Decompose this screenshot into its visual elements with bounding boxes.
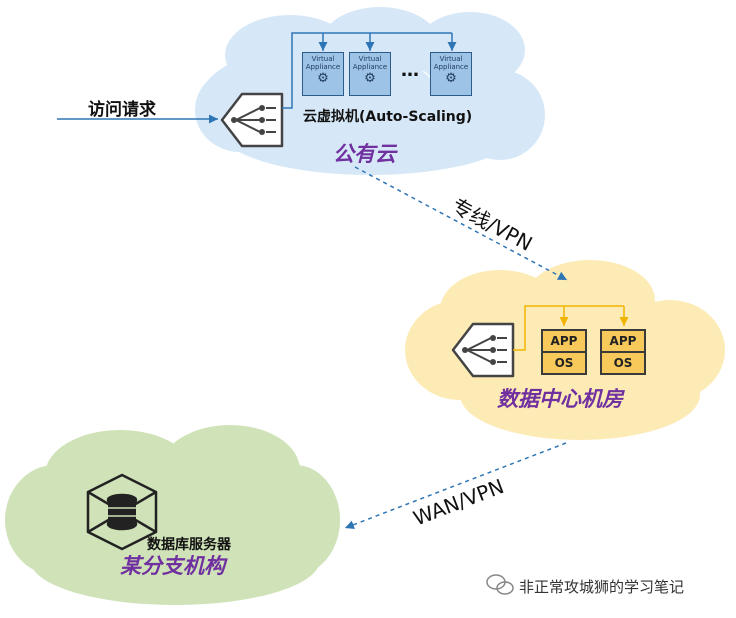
public-cloud-title: 公有云 [333,142,396,166]
os-label: OS [554,356,574,370]
app-label: APP [543,331,585,353]
virtual-appliance-3: Virtual Appliance ⚙ [430,52,472,96]
branch-cloud-shape [5,425,340,605]
app-os-server-1: APP OS [541,329,587,375]
virtual-appliance-2: Virtual Appliance ⚙ [349,52,391,96]
database-server-icon [86,473,158,551]
wechat-icon [486,574,514,595]
appliance-label: Virtual [311,55,335,63]
vm-autoscaling-caption: 云虚拟机(Auto-Scaling) [303,109,473,125]
app-label: APP [602,331,644,353]
load-balancer-icon [220,92,284,148]
gear-icon: ⚙ [317,71,329,86]
app-os-server-2: APP OS [600,329,646,375]
branch-office-title: 某分支机构 [120,554,225,578]
virtual-appliance-1: Virtual Appliance ⚙ [302,52,344,96]
gear-icon: ⚙ [364,71,376,86]
appliance-label: Appliance [433,63,469,71]
database-server-caption: 数据库服务器 [147,537,231,553]
gear-icon: ⚙ [445,71,457,86]
access-request-label: 访问请求 [88,100,156,120]
appliance-label: Appliance [305,63,341,71]
vm-distribution-lines [282,32,457,109]
dedicated-line-vpn-link [354,166,568,281]
appliance-label: Virtual [358,55,382,63]
appliance-label: Appliance [352,63,388,71]
datacenter-title: 数据中心机房 [497,387,623,411]
more-vms-ellipsis: … [401,60,419,81]
app-distribution-lines [513,305,629,351]
os-label: OS [613,356,633,370]
appliance-label: Virtual [439,55,463,63]
watermark-text: 非正常攻城狮的学习笔记 [519,578,685,596]
